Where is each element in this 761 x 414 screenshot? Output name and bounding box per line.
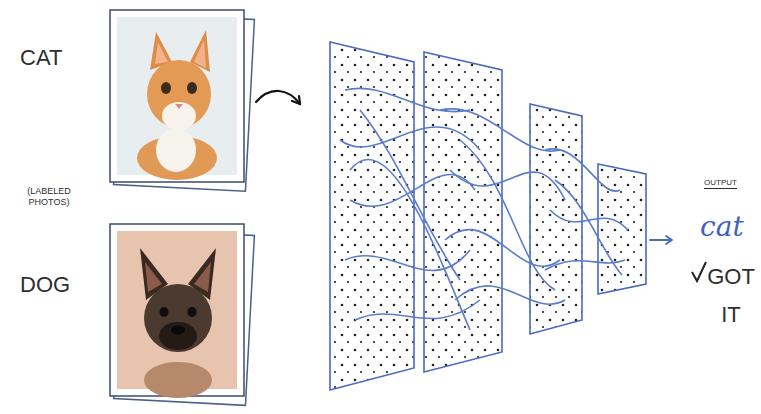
note-text: (LABELED PHOTOS) [18, 186, 80, 208]
check-mark [692, 262, 706, 281]
photo-label: DOG [20, 272, 70, 298]
output-value: cat [700, 210, 744, 243]
photo-label: CAT [20, 45, 62, 71]
result-note: GOT IT [706, 258, 756, 334]
input-arrow [256, 91, 300, 104]
output-heading: OUTPUT [704, 178, 737, 189]
cat-photo [110, 10, 254, 191]
output-arrow [650, 236, 672, 244]
neural-network [330, 42, 646, 390]
dog-photo [110, 224, 254, 405]
